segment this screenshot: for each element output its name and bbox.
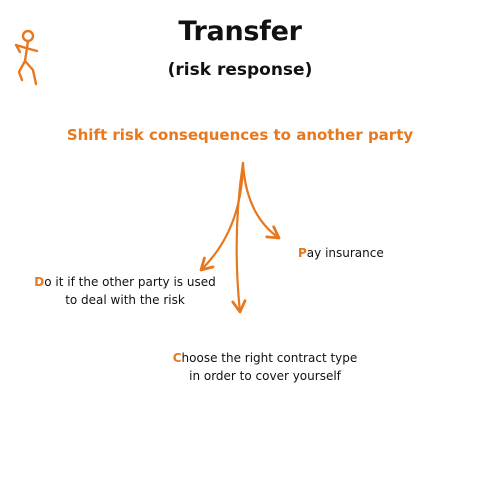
branch-choose-contract: Choose the right contract type in order … [150, 349, 380, 385]
branch-initial: C [172, 351, 182, 365]
branch-pay-insurance: Pay insurance [298, 244, 384, 262]
main-statement: Shift risk consequences to another party [66, 126, 414, 144]
branch-line-2: to deal with the risk [65, 293, 185, 307]
branch-do-it: Do it if the other party is used to deal… [20, 273, 230, 309]
branch-initial: D [34, 275, 45, 289]
stick-figure-icon [14, 29, 39, 86]
arrow-to-do-it [199, 161, 245, 272]
branch-text: o it if the other party is used [44, 275, 216, 289]
page-subtitle: (risk response) [167, 60, 313, 80]
page-title: Transfer [178, 16, 302, 47]
arrow-to-choose-contract [231, 161, 247, 314]
arrow-to-pay-insurance [241, 161, 281, 240]
branch-line: Do it if the other party is used [20, 273, 230, 291]
branch-line: Choose the right contract type [150, 349, 380, 367]
branch-text: ay insurance [306, 246, 384, 260]
branch-initial: P [298, 246, 307, 260]
branch-line-2: in order to cover yourself [189, 369, 341, 383]
branch-text: hoose the right contract type [181, 351, 358, 365]
